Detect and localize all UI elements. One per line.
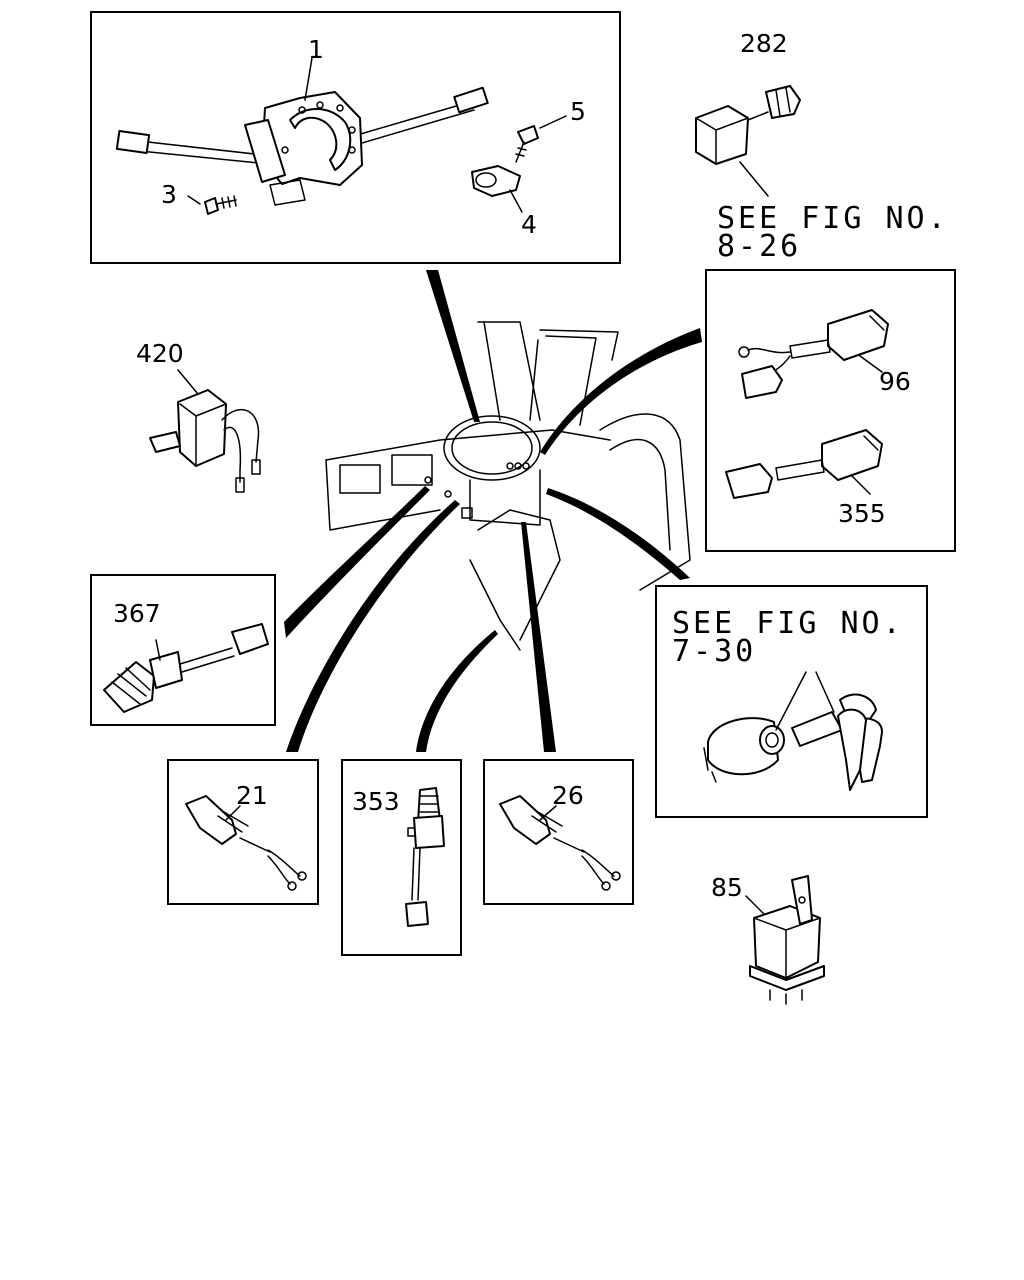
- clamp-4: [471, 165, 523, 213]
- cab-dashboard-illustration: [325, 321, 691, 651]
- switch-box-353: [341, 759, 462, 956]
- connector-96: [738, 309, 889, 399]
- switch-box-367: [90, 574, 276, 726]
- connector-box-96-355: [705, 269, 956, 552]
- callout-5: 5: [570, 97, 586, 126]
- switch-21: [185, 795, 307, 891]
- connector-355: [725, 429, 883, 499]
- see-fig-8-26-line2: 8-26: [717, 229, 801, 264]
- relay-85: [745, 875, 825, 1005]
- callout-3: 3: [161, 180, 177, 209]
- see-fig-7-30-line1: SEE FIG NO.: [672, 606, 904, 641]
- callout-1: 1: [308, 35, 324, 64]
- leader-lines: [284, 270, 702, 752]
- switch-282: [695, 85, 801, 197]
- switch-box-26: [483, 759, 634, 905]
- screw-5: [515, 115, 567, 163]
- combination-switch-box: [90, 11, 621, 264]
- callout-420: 420: [136, 339, 184, 368]
- callout-282: 282: [740, 29, 788, 58]
- callout-355: 355: [838, 499, 886, 528]
- switch-353: [405, 787, 445, 927]
- ignition-switch: [703, 671, 883, 791]
- see-fig-7-30-line2: 7-30: [672, 634, 756, 669]
- switch-26: [499, 795, 621, 891]
- see-fig-8-26-line1: SEE FIG NO.: [717, 201, 949, 236]
- callout-4: 4: [521, 210, 537, 239]
- switch-box-21: [167, 759, 319, 905]
- callout-26: 26: [552, 781, 584, 810]
- combination-switch: [115, 57, 489, 206]
- callout-353: 353: [352, 787, 400, 816]
- callout-21: 21: [236, 781, 268, 810]
- screw-3: [187, 195, 237, 215]
- toggle-switch-420: [149, 369, 261, 493]
- ignition-switch-box: [655, 585, 928, 818]
- callout-367: 367: [113, 599, 161, 628]
- switch-367: [103, 623, 269, 713]
- callout-85: 85: [711, 873, 743, 902]
- callout-96: 96: [879, 367, 911, 396]
